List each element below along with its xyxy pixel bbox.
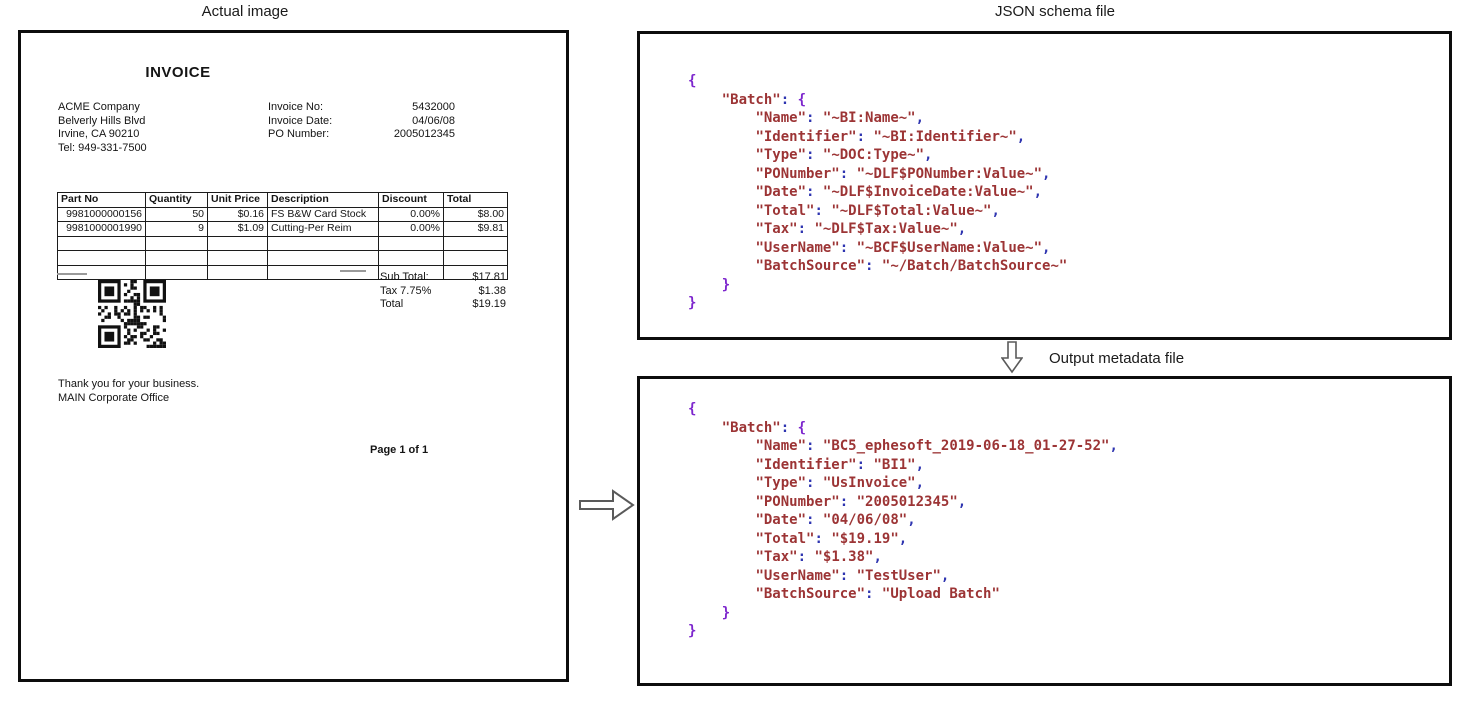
down-arrow-icon: [1001, 341, 1023, 374]
json-schema-file-label: JSON schema file: [994, 3, 1116, 20]
scan-artifact-line: [57, 273, 87, 275]
invoice-footer-note: Thank you for your business.MAIN Corpora…: [58, 378, 200, 404]
scan-artifact-line: [340, 270, 366, 272]
invoice-page-number: Page 1 of 1: [370, 444, 429, 456]
json-schema-code: { "Batch": { "Name": "~BI:Name~", "Ident…: [688, 73, 1068, 311]
right-arrow-icon: [579, 489, 635, 521]
output-metadata-code: { "Batch": { "Name": "BC5_ephesoft_2019-…: [688, 401, 1118, 639]
output-metadata-panel: { "Batch": { "Name": "BC5_ephesoft_2019-…: [637, 376, 1452, 686]
actual-image-label: Actual image: [201, 3, 289, 20]
json-schema-panel: { "Batch": { "Name": "~BI:Name~", "Ident…: [637, 31, 1452, 340]
output-metadata-file-label: Output metadata file: [1049, 350, 1185, 367]
invoice-title: INVOICE: [145, 64, 211, 81]
qr-code-image: [98, 280, 166, 348]
